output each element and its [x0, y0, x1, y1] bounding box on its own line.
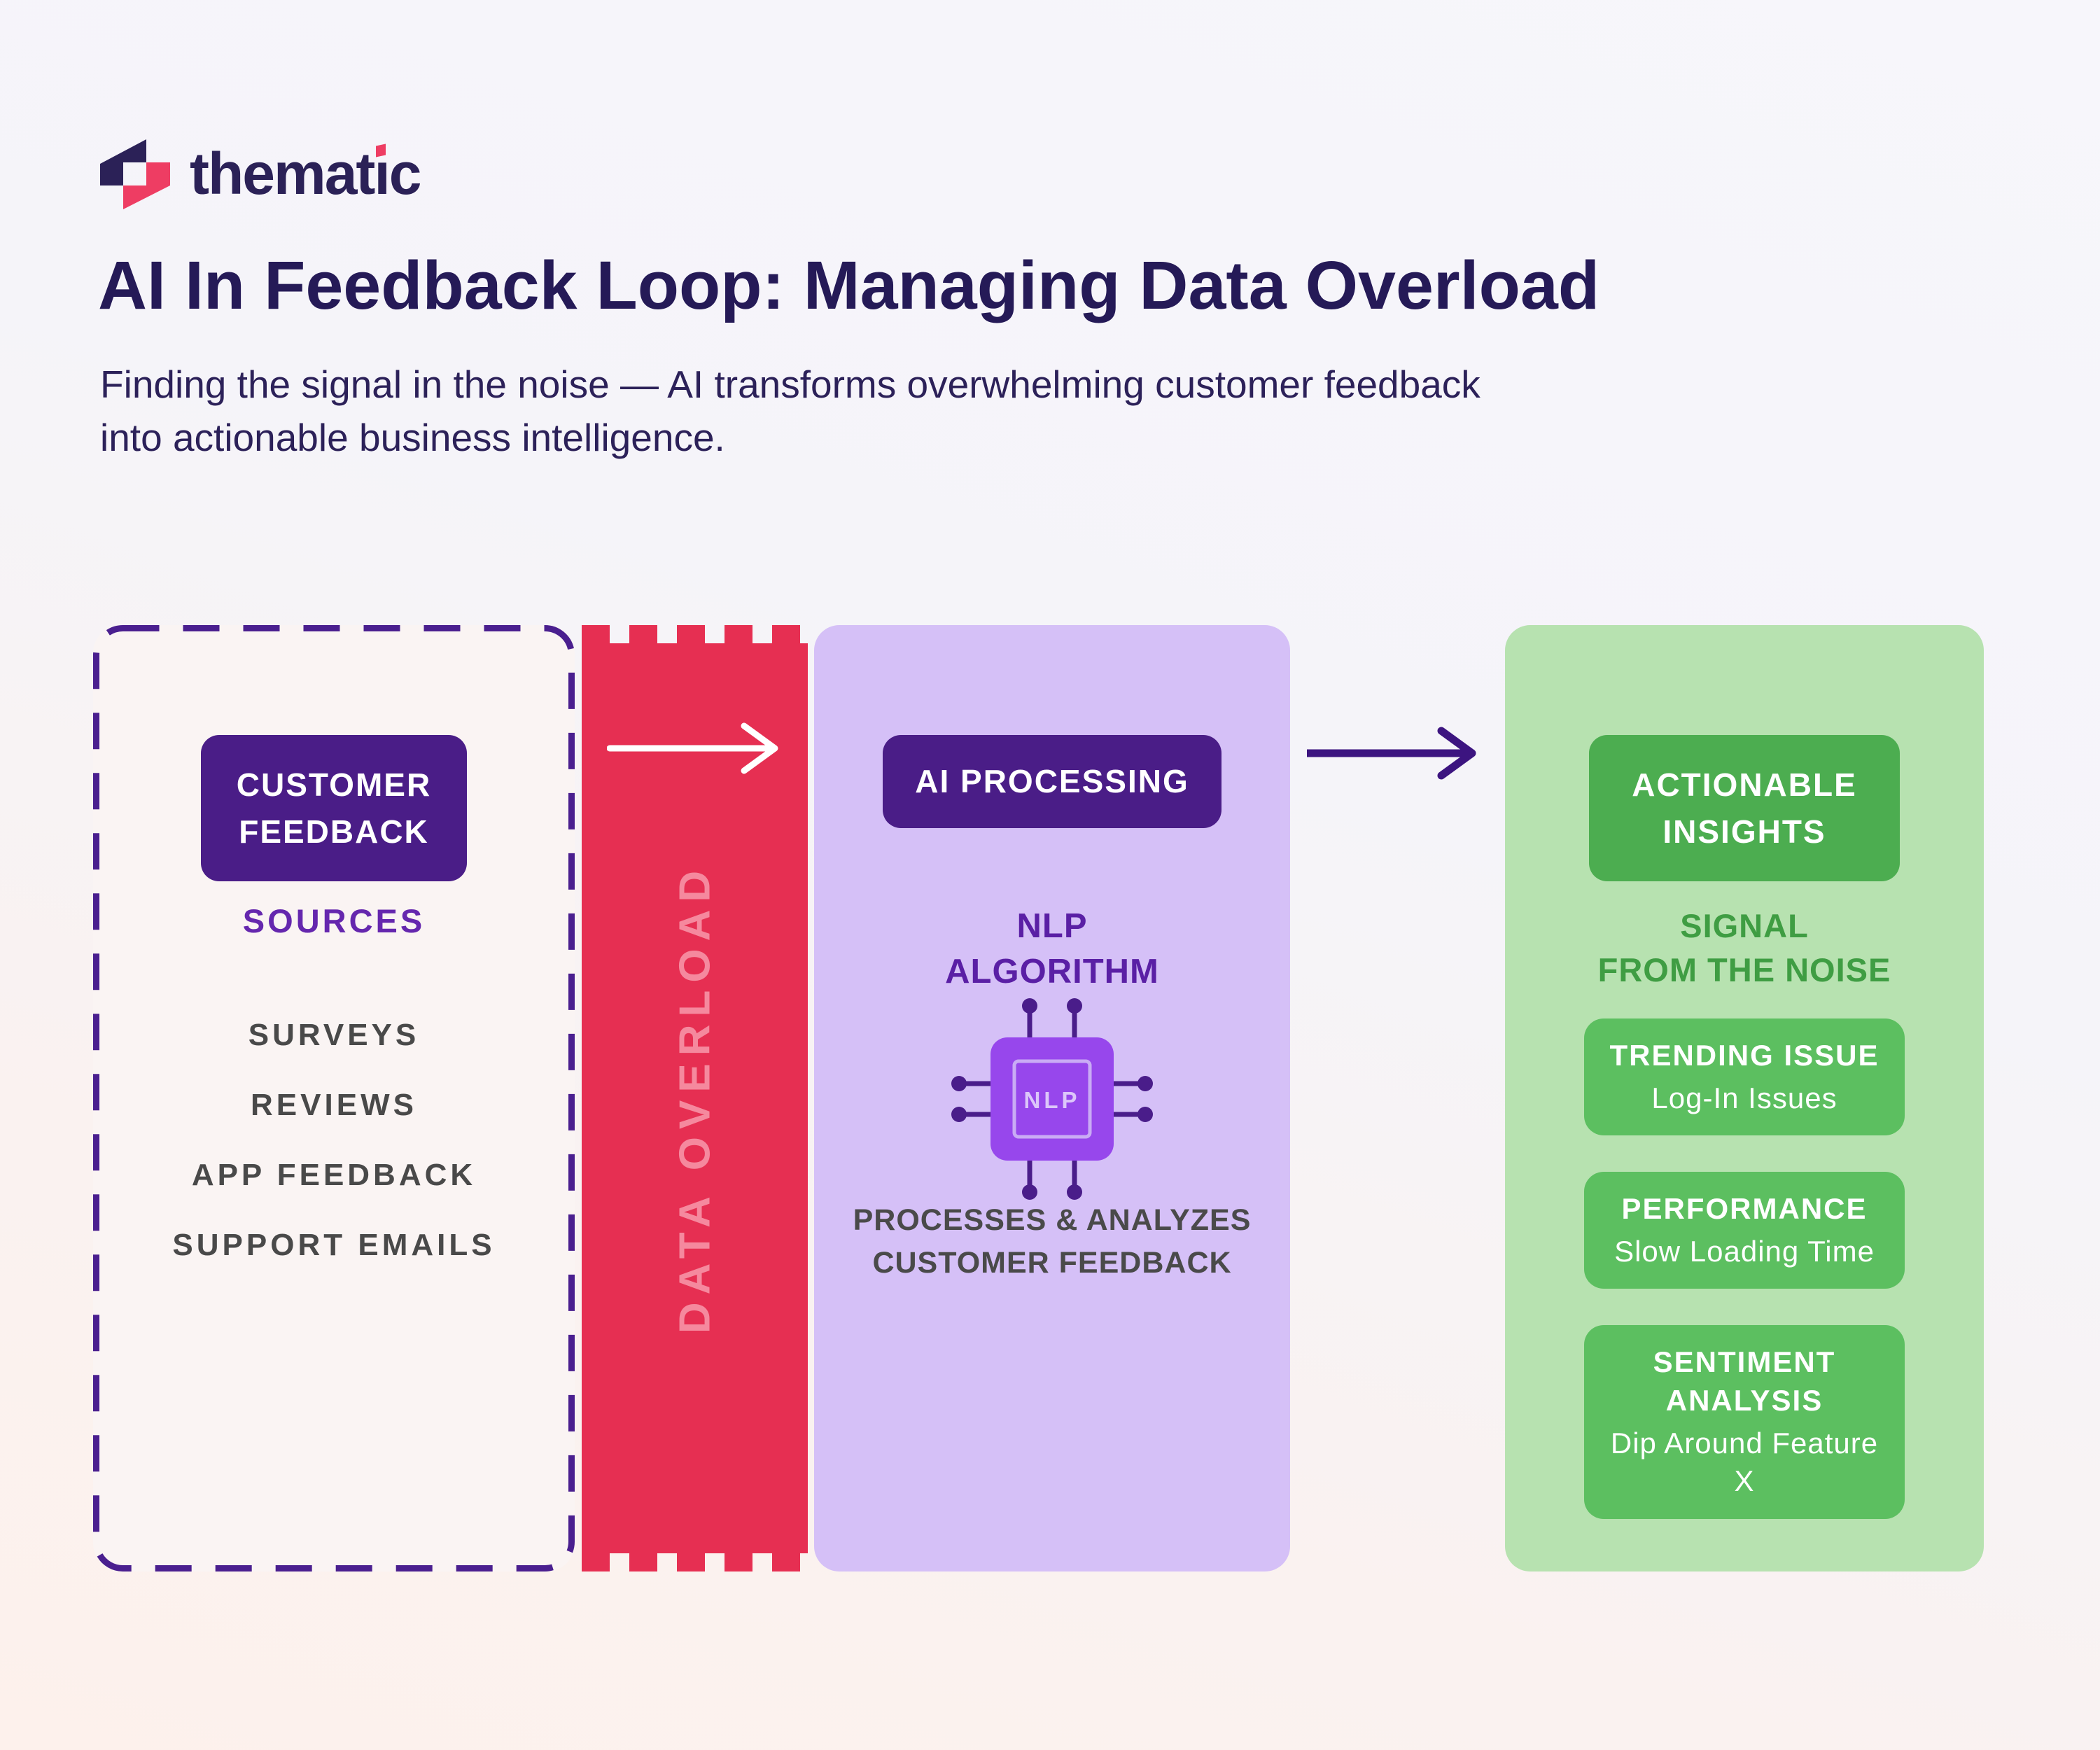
page-subtitle: Finding the signal in the noise — AI tra… — [100, 358, 1480, 465]
data-overload-label: DATA OVERLOAD — [671, 862, 719, 1334]
logo-letter-i: ı — [374, 139, 390, 209]
nlp-chip-icon: NLP — [947, 994, 1157, 1208]
thematic-logo-icon — [100, 139, 170, 210]
logo-text-part: c — [388, 141, 422, 206]
insight-card-trending: TRENDING ISSUE Log-In Issues — [1584, 1018, 1905, 1136]
sources-label: SOURCES — [242, 902, 426, 939]
insight-card-title: SENTIMENT ANALYSIS — [1653, 1345, 1836, 1417]
actionable-insights-badge: ACTIONABLE INSIGHTS — [1589, 735, 1900, 882]
insight-card-sentiment: SENTIMENT ANALYSIS Dip Around Feature X — [1584, 1325, 1905, 1519]
ai-processing-badge: AI PROCESSING — [883, 735, 1222, 828]
data-overload-band: DATA OVERLOAD — [582, 625, 808, 1572]
signal-line-1: SIGNAL — [1680, 907, 1809, 944]
feedback-source-item: REVIEWS — [251, 1088, 417, 1122]
band-notch-top — [582, 625, 808, 644]
insight-card-title: TRENDING ISSUE — [1609, 1039, 1879, 1072]
chip-label: NLP — [1024, 1087, 1081, 1113]
signal-from-noise-label: SIGNAL FROM THE NOISE — [1505, 904, 1984, 993]
feedback-source-item: APP FEEDBACK — [191, 1158, 477, 1192]
insight-card-subtitle: Dip Around Feature X — [1610, 1426, 1879, 1498]
insight-card-subtitle: Slow Loading Time — [1614, 1234, 1875, 1268]
thematic-logo-text: thematıc — [190, 139, 422, 209]
processing-description: PROCESSES & ANALYZES CUSTOMER FEEDBACK — [814, 1199, 1290, 1284]
algorithm-line-1: NLP — [1016, 907, 1088, 945]
logo-text-part: themat — [190, 141, 375, 206]
feedback-sources-list: SURVEYS REVIEWS APP FEEDBACK SUPPORT EMA… — [93, 1017, 575, 1297]
feedback-source-item: SUPPORT EMAILS — [172, 1228, 496, 1262]
signal-line-2: FROM THE NOISE — [1597, 951, 1891, 989]
description-line-2: CUSTOMER FEEDBACK — [872, 1246, 1232, 1280]
description-line-1: PROCESSES & ANALYZES — [853, 1203, 1252, 1237]
insight-card-subtitle: Log-In Issues — [1651, 1081, 1837, 1114]
insight-card-performance: PERFORMANCE Slow Loading Time — [1584, 1172, 1905, 1289]
insight-cards: TRENDING ISSUE Log-In Issues PERFORMANCE… — [1584, 1018, 1905, 1519]
arrow-processing-to-insights-icon — [1304, 722, 1483, 784]
customer-feedback-panel: CUSTOMER FEEDBACK SOURCES SURVEYS REVIEW… — [93, 625, 575, 1572]
thematic-logo: thematıc — [100, 139, 422, 210]
insight-card-title: PERFORMANCE — [1621, 1192, 1868, 1226]
subtitle-line-1: Finding the signal in the noise — AI tra… — [100, 363, 1480, 406]
arrow-feedback-to-processing-icon — [607, 718, 786, 779]
feedback-source-item: SURVEYS — [248, 1018, 420, 1052]
customer-feedback-badge: CUSTOMER FEEDBACK — [201, 735, 467, 882]
page-title: AI In Feedback Loop: Managing Data Overl… — [98, 247, 1600, 323]
nlp-algorithm-label: NLP ALGORITHM — [814, 904, 1290, 994]
band-notch-bottom — [582, 1553, 808, 1572]
subtitle-line-2: into actionable business intelligence. — [100, 415, 725, 459]
algorithm-line-2: ALGORITHM — [945, 952, 1159, 990]
ai-processing-panel: AI PROCESSING NLP ALGORITHM — [814, 625, 1290, 1572]
actionable-insights-panel: ACTIONABLE INSIGHTS SIGNAL FROM THE NOIS… — [1505, 625, 1984, 1572]
band-body — [582, 643, 808, 1553]
